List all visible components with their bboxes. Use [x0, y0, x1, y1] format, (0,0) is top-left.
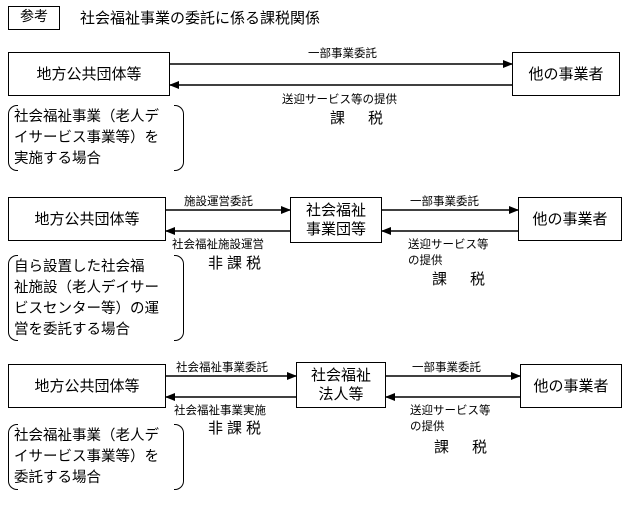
s2-left-bottom-label: 社会福祉施設運営 [172, 237, 264, 251]
s2-left-top-label: 施設運営委託 [184, 194, 253, 208]
s3-note-line-3: 委託する場合 [14, 470, 101, 486]
reference-tag-label: 参考 [20, 9, 48, 26]
s1-other-operator-box: 他の事業者 [512, 52, 620, 96]
s2-other-operator-label: 他の事業者 [532, 209, 608, 228]
s3-right-bottom-label-1: 送迎サービス等 [410, 403, 491, 417]
s2-right-top-label: 一部事業委託 [410, 194, 479, 208]
s3-right-bottom-label-2: の提供 [410, 419, 445, 433]
s2-welfare-corp-line-2: 事業団等 [305, 220, 366, 238]
s2-local-government-box: 地方公共団体等 [8, 197, 166, 241]
s2-note: 自ら設置した社会福 祉施設（老人デイサー ビスセンター等）の運 営を委託する場合 [8, 255, 184, 341]
s1-other-operator-label: 他の事業者 [528, 64, 604, 83]
s3-note-line-2: イサービス事業等）を [14, 449, 159, 465]
s1-note-line-2: イサービス事業等）を [14, 130, 159, 146]
s2-welfare-corp-line-1: 社会福祉 [305, 201, 366, 220]
s2-note-line-4: 営を委託する場合 [14, 322, 130, 338]
s3-local-government-box: 地方公共団体等 [8, 364, 166, 408]
s3-right-top-label: 一部事業委託 [412, 360, 481, 374]
s2-note-line-2: 祉施設（老人デイサー [14, 280, 159, 296]
s1-local-government-label: 地方公共団体等 [36, 64, 142, 83]
s3-welfare-corp-line-1: 社会福祉 [310, 366, 371, 385]
s3-right-tax-label: 課 税 [434, 438, 492, 456]
s1-bottom-label: 送迎サービス等の提供 [282, 92, 397, 106]
s1-top-label: 一部事業委託 [308, 46, 377, 60]
s3-note-line-1: 社会福祉事業（老人デ [14, 428, 159, 444]
s2-welfare-corp-box: 社会福祉 事業団等 [290, 197, 382, 243]
s3-welfare-corp-box: 社会福祉 法人等 [296, 362, 386, 408]
s3-local-government-label: 地方公共団体等 [34, 376, 140, 395]
s2-right-bottom-label-1: 送迎サービス等 [408, 237, 489, 251]
s1-tax-label: 課 税 [330, 109, 388, 127]
s2-left-tax-label: 非課税 [208, 254, 266, 272]
s2-other-operator-box: 他の事業者 [518, 197, 622, 241]
s2-note-line-3: ビスセンター等）の運 [14, 301, 159, 317]
s1-note-line-1: 社会福祉事業（老人デ [14, 109, 159, 125]
s2-right-tax-label: 課 税 [432, 270, 490, 288]
s3-left-top-label: 社会福祉事業委託 [176, 360, 268, 374]
s3-welfare-corp-line-2: 法人等 [318, 385, 364, 403]
s1-note: 社会福祉事業（老人デ イサービス事業等）を 実施する場合 [8, 105, 184, 171]
s3-other-operator-box: 他の事業者 [520, 364, 622, 408]
s3-note: 社会福祉事業（老人デ イサービス事業等）を 委託する場合 [8, 424, 184, 490]
s3-left-tax-label: 非課税 [208, 419, 266, 437]
s2-local-government-label: 地方公共団体等 [34, 209, 140, 228]
page-title: 社会福祉事業の委託に係る課税関係 [80, 9, 321, 27]
s3-left-bottom-label: 社会福祉事業実施 [174, 403, 266, 417]
s2-note-line-1: 自ら設置した社会福 [14, 259, 145, 275]
s1-note-line-3: 実施する場合 [14, 151, 101, 167]
s3-other-operator-label: 他の事業者 [533, 376, 609, 395]
s1-local-government-box: 地方公共団体等 [8, 52, 170, 96]
s2-right-bottom-label-2: の提供 [408, 253, 443, 267]
reference-tag: 参考 [8, 6, 60, 30]
